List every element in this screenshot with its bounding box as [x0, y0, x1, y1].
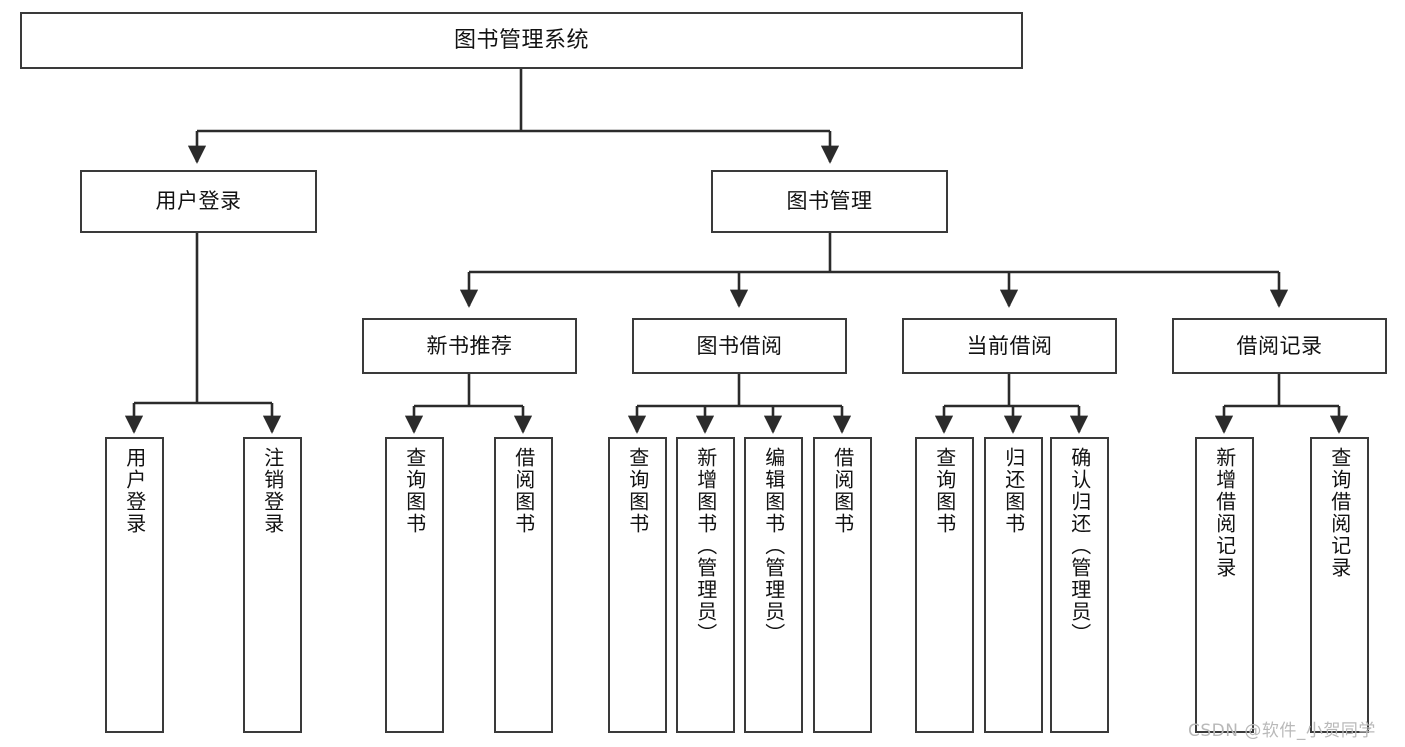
node-label: 借阅图书 — [830, 447, 855, 535]
node-label: 借阅图书 — [511, 447, 536, 535]
leaf-add-book-admin[interactable]: 新增图书（管理员） — [676, 437, 735, 733]
node-label: 新增图书（管理员） — [693, 447, 718, 645]
leaf-edit-book-admin[interactable]: 编辑图书（管理员） — [744, 437, 803, 733]
node-label: 图书管理 — [786, 189, 873, 214]
node-label: 借阅记录 — [1236, 333, 1323, 358]
node-user-login[interactable]: 用户登录 — [80, 170, 317, 233]
node-current-borrow[interactable]: 当前借阅 — [902, 318, 1117, 374]
node-label: 编辑图书（管理员） — [761, 447, 786, 645]
node-label: 图书借阅 — [696, 333, 783, 358]
node-label: 归还图书 — [1001, 447, 1026, 535]
node-label: 查询图书 — [625, 447, 650, 535]
leaf-query-borrow-record[interactable]: 查询借阅记录 — [1310, 437, 1369, 733]
node-label: 当前借阅 — [966, 333, 1053, 358]
leaf-user-login[interactable]: 用户登录 — [105, 437, 164, 733]
node-label: 图书管理系统 — [453, 27, 589, 53]
node-label: 新书推荐 — [426, 333, 513, 358]
leaf-query-book-new-recommend[interactable]: 查询图书 — [385, 437, 444, 733]
leaf-borrow-book-new-recommend[interactable]: 借阅图书 — [494, 437, 553, 733]
node-label: 查询图书 — [402, 447, 427, 535]
node-label: 查询借阅记录 — [1327, 447, 1352, 579]
node-root-book-management-system[interactable]: 图书管理系统 — [20, 12, 1023, 69]
leaf-return-book[interactable]: 归还图书 — [984, 437, 1043, 733]
leaf-borrow-book-borrow[interactable]: 借阅图书 — [813, 437, 872, 733]
csdn-watermark: CSDN @软件_小贺同学 — [1188, 721, 1376, 741]
node-label: 用户登录 — [155, 189, 242, 214]
leaf-add-borrow-record[interactable]: 新增借阅记录 — [1195, 437, 1254, 733]
node-label: 新增借阅记录 — [1212, 447, 1237, 579]
leaf-logout-login[interactable]: 注销登录 — [243, 437, 302, 733]
node-book-manage[interactable]: 图书管理 — [711, 170, 948, 233]
node-label: 确认归还（管理员） — [1067, 447, 1092, 645]
node-label: 注销登录 — [260, 447, 285, 535]
leaf-confirm-return-admin[interactable]: 确认归还（管理员） — [1050, 437, 1109, 733]
node-new-book-recommend[interactable]: 新书推荐 — [362, 318, 577, 374]
leaf-query-book-current[interactable]: 查询图书 — [915, 437, 974, 733]
node-borrow-record[interactable]: 借阅记录 — [1172, 318, 1387, 374]
node-label: 查询图书 — [932, 447, 957, 535]
leaf-query-book-borrow[interactable]: 查询图书 — [608, 437, 667, 733]
node-book-borrow[interactable]: 图书借阅 — [632, 318, 847, 374]
node-label: 用户登录 — [122, 447, 147, 535]
